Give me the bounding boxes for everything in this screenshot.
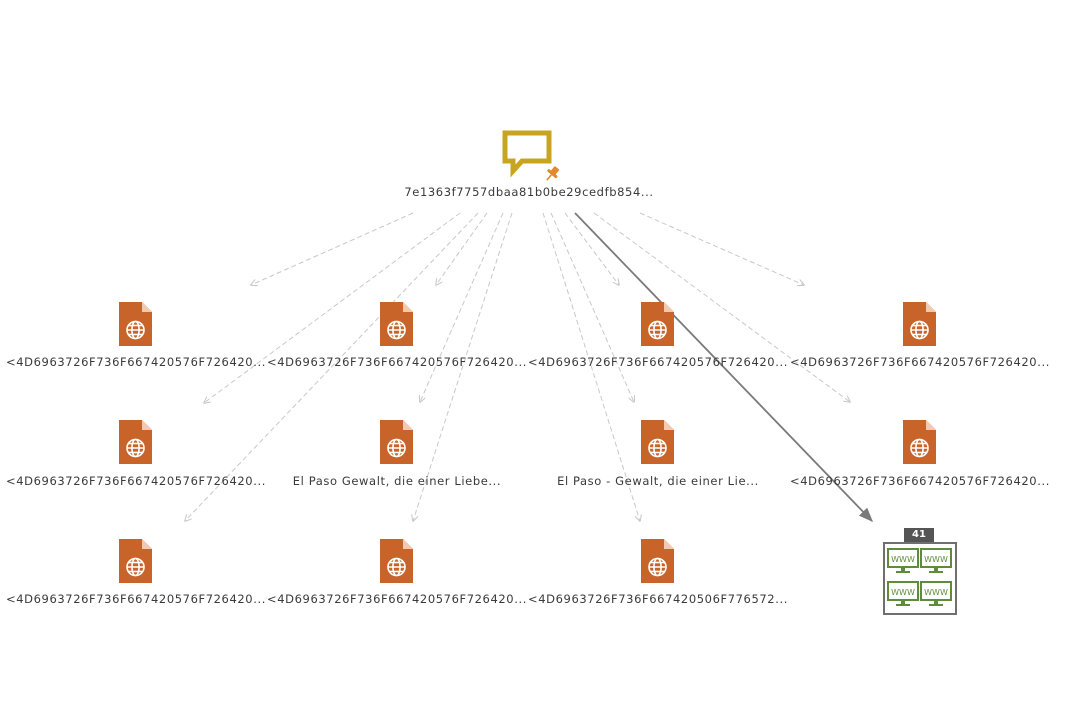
document-label: <4D6963726F736F667420576F726420... xyxy=(6,592,266,606)
web-document-icon xyxy=(641,420,674,464)
edge-dashed xyxy=(593,212,850,402)
web-document-icon xyxy=(380,302,413,346)
edge-dashed xyxy=(436,212,488,285)
document-label: <4D6963726F736F667420576F726420... xyxy=(267,592,527,606)
web-document-icon xyxy=(380,420,413,464)
web-document-icon xyxy=(903,302,936,346)
web-document-icon xyxy=(380,539,413,583)
svg-text:WWW: WWW xyxy=(924,555,948,564)
document-label: <4D6963726F736F667420576F726420... xyxy=(6,474,266,488)
edge-dashed xyxy=(420,212,504,402)
pin-icon xyxy=(546,166,560,181)
cluster-count-badge: 41 xyxy=(904,528,934,542)
edge-dashed xyxy=(564,212,619,285)
document-label: <4D6963726F736F667420576F726420... xyxy=(528,355,788,369)
svg-text:WWW: WWW xyxy=(891,555,915,564)
document-label: <4D6963726F736F667420576F726420... xyxy=(790,474,1050,488)
edge-dashed xyxy=(251,212,414,285)
web-document-icon xyxy=(119,420,152,464)
web-document-icon xyxy=(641,302,674,346)
document-label: El Paso - Gewalt, die einer Lie... xyxy=(557,474,759,488)
edge-dashed xyxy=(550,212,634,402)
web-document-icon xyxy=(641,539,674,583)
svg-text:WWW: WWW xyxy=(891,588,915,597)
document-label: <4D6963726F736F667420576F726420... xyxy=(267,355,527,369)
document-label: <4D6963726F736F667420506F776572... xyxy=(528,592,788,606)
root-label: 7e1363f7757dbaa81b0be29cedfb854... xyxy=(404,185,654,199)
edge-dashed xyxy=(204,212,461,403)
speech-bubble-icon xyxy=(502,130,552,178)
web-document-icon xyxy=(119,539,152,583)
document-label: <4D6963726F736F667420576F726420... xyxy=(790,355,1050,369)
edge-dashed xyxy=(542,212,640,521)
web-document-icon xyxy=(903,420,936,464)
edge-solid xyxy=(574,212,873,523)
edge-dashed xyxy=(413,212,513,521)
edge-dashed xyxy=(639,212,804,285)
document-label: El Paso Gewalt, die einer Liebe... xyxy=(292,474,502,488)
svg-text:WWW: WWW xyxy=(924,588,948,597)
document-label: <4D6963726F736F667420576F726420... xyxy=(6,355,266,369)
edge-dashed xyxy=(185,212,479,521)
www-cluster-icon: WWW WWW WWW WWW xyxy=(883,542,957,615)
web-document-icon xyxy=(119,302,152,346)
